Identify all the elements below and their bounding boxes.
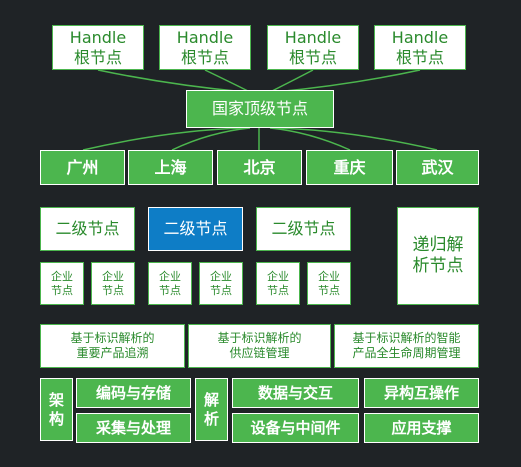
enterprise-node-5: 企业节点 bbox=[256, 262, 300, 305]
application-support-label: 应用支撑 bbox=[391, 418, 452, 437]
application-support-block: 应用支撑 bbox=[364, 413, 479, 443]
data-interaction-label: 数据与交互 bbox=[257, 383, 333, 402]
enterprise-label: 企业 bbox=[210, 269, 232, 283]
secondary-node-2-highlighted: 二级节点 bbox=[148, 207, 243, 251]
application-line1: 基于标识解析的 bbox=[217, 331, 302, 345]
recursive-label-line2: 析节点 bbox=[412, 256, 464, 276]
city-label: 重庆 bbox=[333, 157, 366, 177]
handle-label: Handle bbox=[176, 27, 234, 47]
application-lifecycle-management: 基于标识解析的智能产品全生命周期管理 bbox=[334, 324, 479, 368]
data-interaction-block: 数据与交互 bbox=[232, 378, 359, 408]
enterprise-node-1: 企业节点 bbox=[40, 262, 84, 305]
enterprise-node-2: 企业节点 bbox=[91, 262, 135, 305]
city-label: 北京 bbox=[243, 157, 276, 177]
root-node-label: 根节点 bbox=[288, 47, 337, 67]
city-label: 广州 bbox=[66, 157, 99, 177]
encoding-storage-label: 编码与存储 bbox=[95, 383, 171, 402]
enterprise-node-4: 企业节点 bbox=[199, 262, 243, 305]
city-node-beijing: 北京 bbox=[217, 150, 302, 185]
enterprise-node-3: 企业节点 bbox=[148, 262, 192, 305]
national-node-label: 国家顶级节点 bbox=[211, 99, 308, 118]
application-product-traceability: 基于标识解析的重要产品追溯 bbox=[40, 324, 185, 368]
national-top-level-node: 国家顶级节点 bbox=[186, 90, 334, 128]
city-label: 上海 bbox=[154, 157, 187, 177]
resolution-label: 解析 bbox=[195, 378, 228, 441]
resolution-char-2: 析 bbox=[203, 409, 219, 428]
city-label: 武汉 bbox=[421, 157, 454, 177]
secondary-node-1: 二级节点 bbox=[40, 207, 135, 251]
recursive-label-line1: 递归解 bbox=[412, 234, 464, 255]
secondary-node-label: 二级节点 bbox=[55, 219, 120, 238]
root-node-label: 根节点 bbox=[395, 47, 444, 67]
enterprise-label: 企业 bbox=[267, 269, 289, 283]
enterprise-label: 企业 bbox=[102, 269, 124, 283]
application-supply-chain-management: 基于标识解析的供应链管理 bbox=[188, 324, 331, 368]
root-node-label: 根节点 bbox=[73, 47, 122, 67]
handle-label: Handle bbox=[284, 27, 342, 47]
node-label: 节点 bbox=[267, 283, 289, 297]
node-label: 节点 bbox=[159, 283, 181, 297]
application-line1: 基于标识解析的智能 bbox=[352, 331, 461, 345]
city-node-wuhan: 武汉 bbox=[396, 150, 479, 185]
application-line1: 基于标识解析的 bbox=[70, 331, 155, 345]
secondary-node-label: 二级节点 bbox=[271, 219, 336, 238]
handle-label: Handle bbox=[69, 27, 127, 47]
city-node-guangzhou: 广州 bbox=[40, 150, 125, 185]
device-middleware-block: 设备与中间件 bbox=[232, 413, 359, 443]
architecture-char-2: 构 bbox=[48, 409, 64, 428]
node-label: 节点 bbox=[210, 283, 232, 297]
recursive-resolution-node: 递归解析节点 bbox=[397, 207, 479, 305]
architecture-char-1: 架 bbox=[48, 390, 64, 409]
heterogeneous-interop-label: 异构互操作 bbox=[383, 383, 459, 402]
resolution-char-1: 解 bbox=[203, 390, 219, 409]
encoding-storage-block: 编码与存储 bbox=[76, 378, 191, 408]
node-label: 节点 bbox=[318, 283, 340, 297]
application-line2: 重要产品追溯 bbox=[76, 346, 149, 360]
enterprise-node-6: 企业节点 bbox=[307, 262, 351, 305]
handle-label: Handle bbox=[391, 27, 449, 47]
heterogeneous-interop-block: 异构互操作 bbox=[364, 378, 479, 408]
enterprise-label: 企业 bbox=[51, 269, 73, 283]
application-line2: 供应链管理 bbox=[229, 346, 290, 360]
enterprise-label: 企业 bbox=[159, 269, 181, 283]
secondary-node-3: 二级节点 bbox=[256, 207, 351, 251]
collection-processing-label: 采集与处理 bbox=[95, 418, 171, 437]
application-line2: 产品全生命周期管理 bbox=[352, 346, 461, 360]
collection-processing-block: 采集与处理 bbox=[76, 413, 191, 443]
node-label: 节点 bbox=[51, 283, 73, 297]
architecture-label: 架构 bbox=[40, 378, 73, 441]
root-node-label: 根节点 bbox=[180, 47, 229, 67]
secondary-node-label: 二级节点 bbox=[163, 219, 228, 238]
city-node-chongqing: 重庆 bbox=[306, 150, 393, 185]
city-node-shanghai: 上海 bbox=[128, 150, 213, 185]
enterprise-label: 企业 bbox=[318, 269, 340, 283]
node-label: 节点 bbox=[102, 283, 124, 297]
device-middleware-label: 设备与中间件 bbox=[250, 418, 341, 437]
